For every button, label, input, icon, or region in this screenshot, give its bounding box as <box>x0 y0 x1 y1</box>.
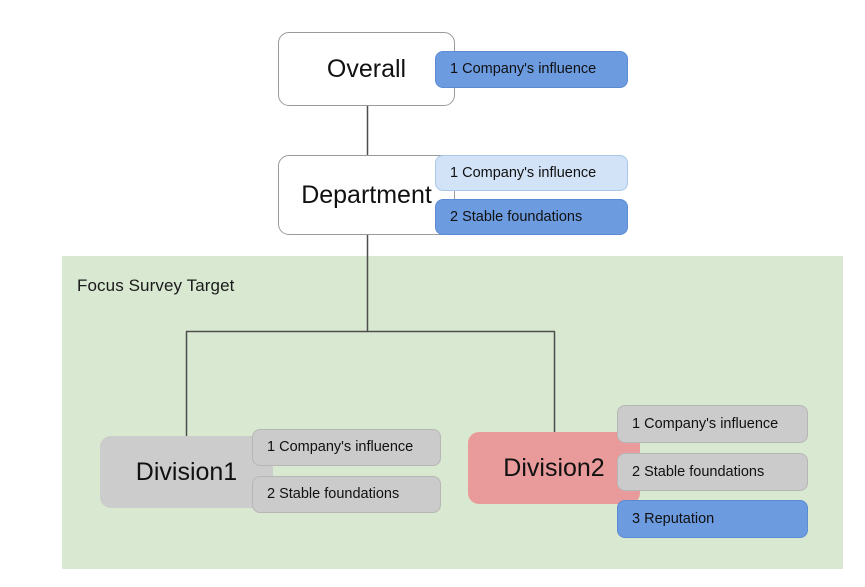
node-division2[interactable]: Division2 <box>468 432 640 504</box>
badge-division2-1[interactable]: 1 Company's influence <box>617 405 808 443</box>
focus-survey-target-label: Focus Survey Target <box>77 276 235 295</box>
badge-division1-1-text: 1 Company's influence <box>267 439 414 456</box>
badge-department-1-text: 1 Company's influence <box>450 164 597 181</box>
node-overall-label: Overall <box>326 54 407 83</box>
node-department[interactable]: Department <box>278 155 455 235</box>
badge-department-2-text: 2 Stable foundations <box>450 208 583 225</box>
badge-department-1[interactable]: 1 Company's influence <box>435 155 628 191</box>
badge-overall-1-text: 1 Company's influence <box>450 61 597 78</box>
badge-division1-1[interactable]: 1 Company's influence <box>252 429 441 466</box>
badge-division2-1-text: 1 Company's influence <box>632 415 779 432</box>
node-division1[interactable]: Division1 <box>100 436 273 508</box>
node-overall[interactable]: Overall <box>278 32 455 106</box>
badge-overall-1[interactable]: 1 Company's influence <box>435 51 628 88</box>
badge-division2-3-text: 3 Reputation <box>632 510 715 527</box>
badge-division2-2[interactable]: 2 Stable foundations <box>617 453 808 491</box>
node-division1-label: Division1 <box>135 457 238 486</box>
node-division2-label: Division2 <box>503 453 605 482</box>
badge-division2-2-text: 2 Stable foundations <box>632 463 765 480</box>
badge-division2-3[interactable]: 3 Reputation <box>617 500 808 538</box>
badge-department-2[interactable]: 2 Stable foundations <box>435 199 628 235</box>
badge-division1-2-text: 2 Stable foundations <box>267 486 400 503</box>
node-department-label: Department <box>301 180 432 209</box>
badge-division1-2[interactable]: 2 Stable foundations <box>252 476 441 513</box>
